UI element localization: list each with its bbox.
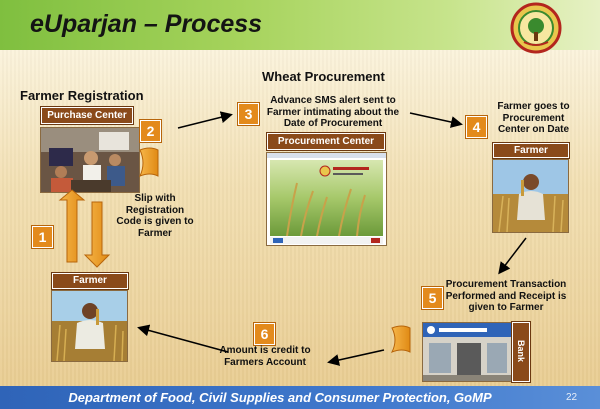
arrow-4-to-5: [498, 237, 527, 275]
farmer-registration-heading: Farmer Registration: [20, 88, 144, 103]
credit-description: Amount is credit to Farmers Account: [219, 345, 311, 368]
mp-emblem-icon: [510, 2, 562, 54]
step-4-badge: 4: [466, 116, 487, 138]
farmer-photo-top: [492, 159, 569, 233]
procurement-center-screenshot: [266, 152, 387, 246]
down-arrow-orange: [83, 201, 111, 268]
wheat-procurement-heading: Wheat Procurement: [262, 69, 385, 84]
farmer-label-bottom: Farmer: [52, 273, 128, 289]
header-band: [0, 0, 600, 50]
step-5-badge: 5: [422, 287, 443, 309]
arrow-2-to-3: [177, 111, 233, 129]
page-number: 22: [566, 392, 578, 403]
transaction-description: Procurement Transaction Performed and Re…: [445, 279, 567, 313]
page-title: eUparjan – Process: [30, 10, 263, 38]
step-1-badge: 1: [32, 226, 53, 248]
footer-band: [0, 386, 600, 409]
bank-label: Bank: [512, 322, 530, 382]
step-3-badge: 3: [238, 103, 259, 125]
receipt-document-icon: [390, 325, 411, 353]
slip-description: Slip with Registration Code is given to …: [116, 193, 194, 239]
farmer-goes-description: Farmer goes to Procurement Center on Dat…: [497, 101, 570, 135]
arrow-3-to-4: [409, 112, 463, 128]
farmer-label-top: Farmer: [493, 143, 569, 158]
purchase-center-photo: [40, 127, 140, 193]
purchase-center-label: Purchase Center: [41, 107, 133, 124]
slip-document-icon: [139, 147, 159, 177]
step-6-badge: 6: [254, 323, 275, 345]
procurement-center-label: Procurement Center: [267, 133, 385, 150]
up-arrow-orange: [58, 189, 86, 263]
farmer-photo-bottom: [51, 290, 128, 362]
arrow-6-to-farmer: [137, 324, 229, 353]
arrow-5-to-6: [327, 349, 385, 366]
footer-department: Department of Food, Civil Supplies and C…: [68, 390, 492, 405]
bank-photo: [422, 322, 514, 382]
sms-description: Advance SMS alert sent to Farmer intimat…: [266, 95, 400, 129]
step-2-badge: 2: [140, 120, 161, 142]
